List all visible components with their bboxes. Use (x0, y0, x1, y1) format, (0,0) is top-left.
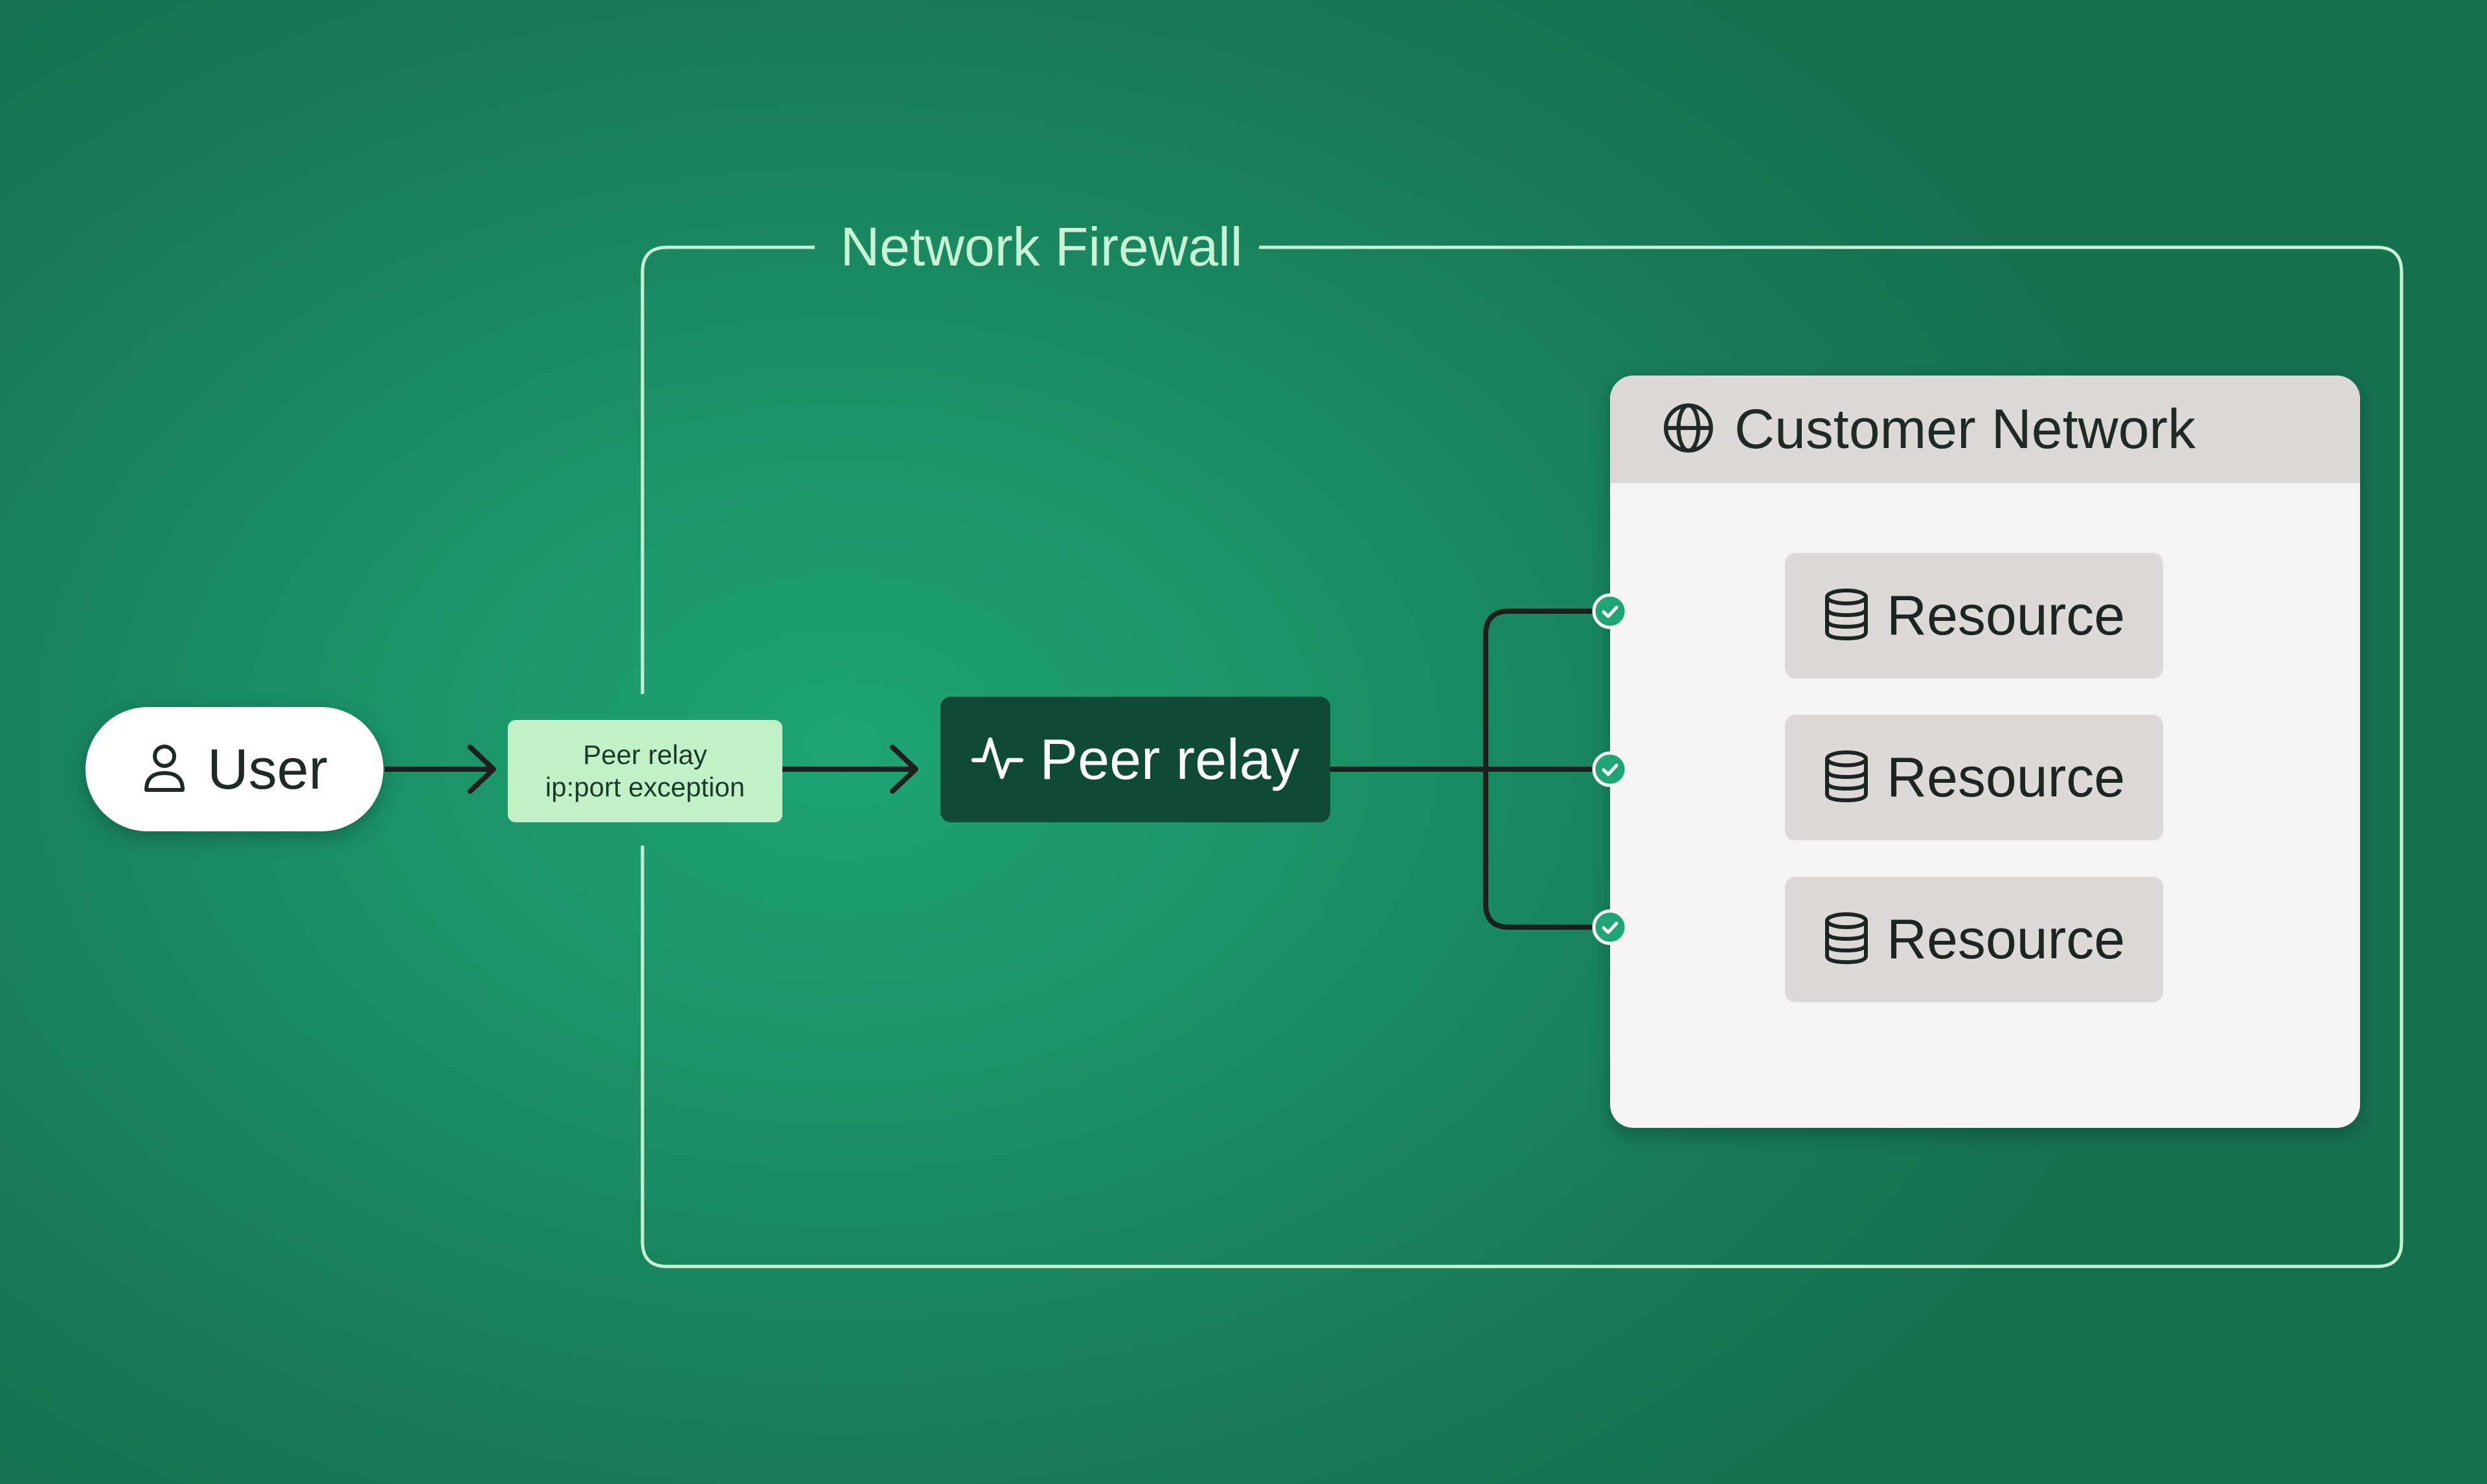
check-icon (1592, 751, 1628, 787)
resource-label: Resource (1886, 746, 2126, 809)
check-icon (1592, 909, 1628, 945)
database-icon (1823, 588, 1870, 644)
network-firewall-label: Network Firewall (840, 216, 1243, 277)
exception-line-1: Peer relay (583, 739, 707, 770)
resource-label: Resource (1886, 584, 2126, 647)
user-node[interactable]: User (85, 707, 383, 831)
arrow-user-to-exception (385, 745, 496, 794)
arrow-exception-to-relay (782, 745, 918, 794)
user-label: User (207, 737, 328, 801)
resource-card-1[interactable]: Resource (1785, 553, 2163, 679)
customer-network-title: Customer Network (1734, 398, 2196, 460)
customer-network-header: Customer Network (1610, 376, 2360, 483)
resource-card-3[interactable]: Resource (1785, 877, 2163, 1002)
peer-relay-label: Peer relay (1039, 727, 1300, 791)
peer-relay-node[interactable]: Peer relay (940, 697, 1330, 822)
activity-icon (971, 734, 1024, 785)
user-icon (141, 742, 188, 797)
resource-card-2[interactable]: Resource (1785, 715, 2163, 840)
peer-relay-exception[interactable]: Peer relay ip:port exception (508, 720, 782, 822)
database-icon (1823, 750, 1870, 806)
fanout-connector (1330, 609, 1609, 930)
check-icon (1592, 593, 1628, 629)
exception-line-2: ip:port exception (545, 772, 745, 802)
resource-label: Resource (1886, 908, 2126, 971)
database-icon (1823, 912, 1870, 968)
globe-icon (1662, 401, 1715, 458)
network-firewall-boundary (641, 245, 2403, 1268)
